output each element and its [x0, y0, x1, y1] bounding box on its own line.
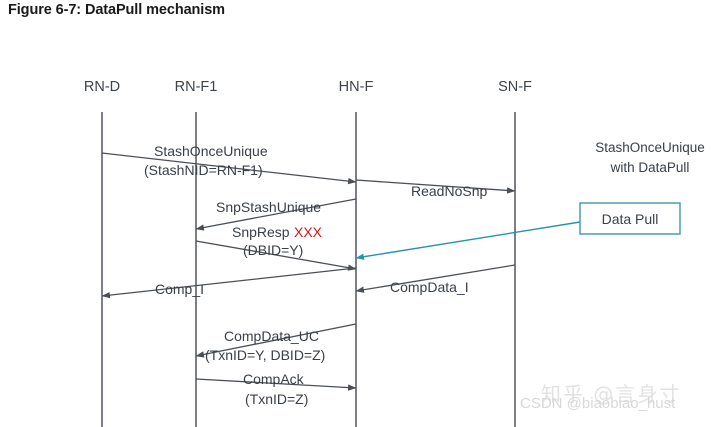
lifeline-label-sn-f: SN-F [498, 79, 532, 95]
message-label-snp-resp-line2: (DBID=Y) [243, 242, 303, 258]
lifeline-label-rn-f1: RN-F1 [175, 79, 218, 95]
message-label-comp-ack-line2: (TxnID=Z) [245, 391, 308, 407]
message-arrow-comp-i [101, 267, 357, 299]
message-arrow-snp-resp [195, 240, 357, 271]
message-label-read-no-snp: ReadNoSnp [411, 183, 487, 199]
message-arrow-comp-data-uc [195, 323, 357, 358]
page-title: Figure 6-7: DataPull mechanism [8, 2, 225, 18]
message-label-comp-i: Comp_I [155, 281, 204, 297]
lifeline-label-rn-d: RN-D [84, 79, 120, 95]
message-label-comp-ack-line1: CompAck [243, 371, 305, 387]
message-label-stash-once-unique-line2: (StashNID=RN-F1) [144, 162, 263, 178]
message-label-comp-data-uc-line1: CompData_UC [224, 328, 319, 344]
message-label-comp-data-uc-line2: (TxnID=Y, DBID=Z) [205, 347, 325, 363]
message-label-snp-resp: SnpResp [232, 224, 290, 240]
message-arrow-comp-data-i [355, 264, 516, 293]
annotation-line1: StashOnceUnique [595, 140, 705, 155]
message-arrow-comp-ack [195, 378, 357, 391]
message-label-stash-once-unique-line1: StashOnceUnique [154, 143, 268, 159]
data-pull-box-label: Data Pull [602, 211, 659, 227]
watermark-latin: CSDN @biaobiao_hust [520, 395, 676, 412]
annotation-line2: with DataPull [610, 160, 690, 175]
message-arrow-read-no-snp [355, 179, 516, 194]
watermark-chinese: 知乎 @言身寸 [541, 382, 682, 406]
message-arrow-stash-once-unique [101, 152, 357, 185]
data-pull-box [579, 202, 681, 235]
data-pull-arrow [355, 221, 581, 260]
message-label-snp-stash-unique: SnpStashUnique [216, 199, 321, 215]
message-arrow-snp-stash-unique [195, 198, 357, 231]
message-label-comp-data-i: CompData_I [390, 279, 469, 295]
message-label-snp-resp-status: XXX [294, 224, 323, 240]
lifeline-label-hn-f: HN-F [339, 79, 374, 95]
